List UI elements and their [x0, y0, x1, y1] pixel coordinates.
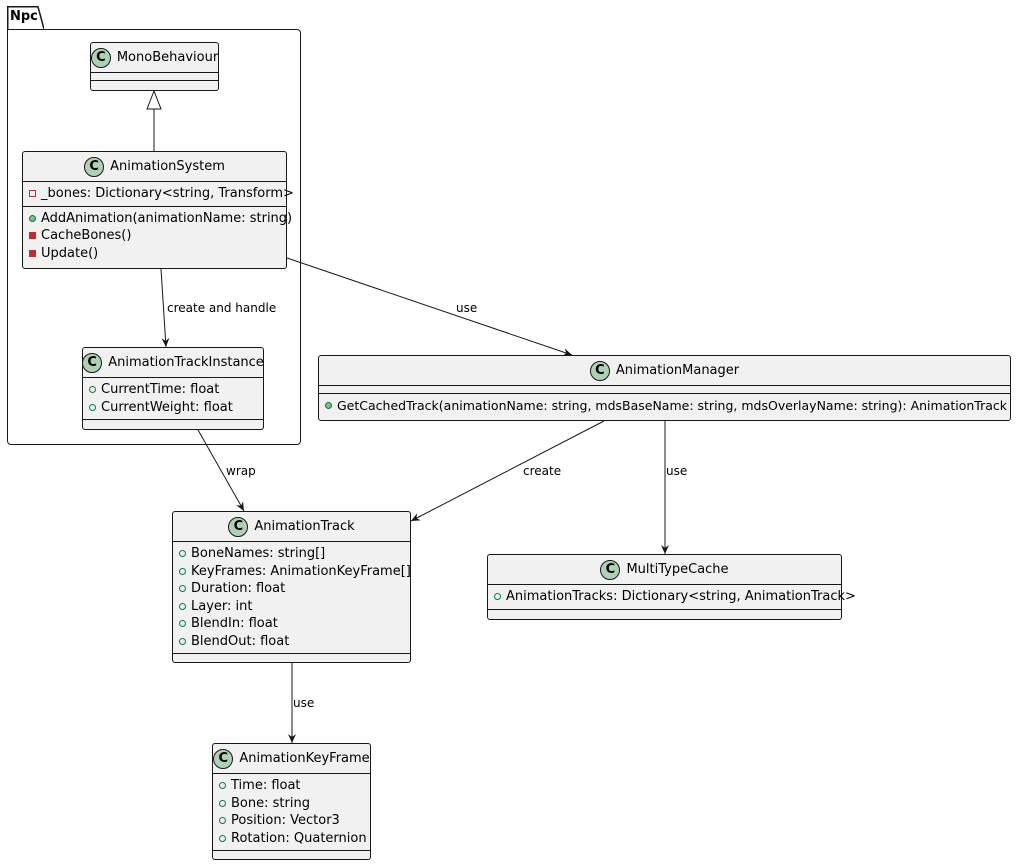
- fields-section: _bones: Dictionary<string, Transform>: [23, 182, 294, 207]
- class-name: AnimationSystem: [110, 159, 225, 174]
- public-field-icon: [89, 403, 96, 411]
- edge-label-track-use-keyframe: use: [293, 696, 315, 710]
- class-name: AnimationTrack: [254, 519, 355, 534]
- private-method-icon: [29, 249, 36, 257]
- class-badge-icon: C: [600, 559, 621, 580]
- class-animationsystem[interactable]: C AnimationSystem _bones: Dictionary<str…: [22, 151, 294, 269]
- method-item: AddAnimation(animationName: string): [29, 210, 292, 228]
- field-item: CurrentTime: float: [89, 381, 263, 399]
- public-field-icon: [179, 550, 186, 558]
- field-item: CurrentWeight: float: [89, 399, 263, 417]
- class-badge-icon: C: [90, 47, 111, 68]
- fields-section: Time: float Bone: string Position: Vecto…: [213, 774, 370, 851]
- class-badge-icon: C: [213, 748, 234, 769]
- field-item: BlendIn: float: [179, 615, 410, 633]
- package-tab: [7, 6, 44, 29]
- edge-create-and-handle: [160, 268, 170, 348]
- field-item: BoneNames: string[]: [179, 545, 410, 563]
- class-name: AnimationManager: [615, 363, 740, 378]
- methods-section: GetCachedTrack(animationName: string, md…: [319, 394, 1010, 418]
- public-method-icon: [325, 402, 332, 410]
- class-animationkeyframe[interactable]: C AnimationKeyFrame Time: float Bone: st…: [212, 743, 371, 860]
- field-item: Position: Vector3: [219, 812, 370, 830]
- field-item: _bones: Dictionary<string, Transform>: [29, 185, 294, 203]
- methods-section: [213, 851, 370, 859]
- package-npc: [7, 29, 301, 445]
- methods-section: AddAnimation(animationName: string) Cach…: [23, 207, 292, 266]
- methods-section: [83, 420, 263, 428]
- class-header: C AnimationTrackInstance: [82, 348, 264, 378]
- field-item: BlendOut: float: [179, 633, 410, 651]
- fields-section: CurrentTime: float CurrentWeight: float: [83, 378, 263, 420]
- package-label: Npc: [10, 9, 38, 24]
- edge-label-manager-use-cache: use: [666, 464, 688, 478]
- class-badge-icon: C: [84, 156, 105, 177]
- class-name: AnimationTrackInstance: [108, 355, 264, 370]
- public-field-icon: [179, 567, 186, 575]
- edge-label-create-and-handle: create and handle: [167, 301, 277, 315]
- field-item: Time: float: [219, 777, 370, 795]
- class-animationtrack[interactable]: C AnimationTrack BoneNames: string[] Key…: [172, 511, 411, 663]
- class-header: C AnimationKeyFrame: [213, 744, 370, 774]
- field-item: KeyFrames: AnimationKeyFrame[]: [179, 563, 411, 581]
- private-method-icon: [29, 232, 36, 240]
- field-item: Bone: string: [219, 795, 370, 813]
- field-item: AnimationTracks: Dictionary<string, Anim…: [494, 588, 856, 606]
- public-field-icon: [179, 637, 186, 645]
- class-name: MonoBehaviour: [116, 50, 219, 65]
- class-name: AnimationKeyFrame: [239, 751, 370, 766]
- public-field-icon: [219, 782, 226, 790]
- method-item: Update(): [29, 245, 286, 263]
- fields-section: BoneNames: string[] KeyFrames: Animation…: [173, 542, 411, 654]
- class-animationmanager[interactable]: C AnimationManager GetCachedTrack(animat…: [318, 355, 1011, 421]
- class-animationtrackinstance[interactable]: C AnimationTrackInstance CurrentTime: fl…: [82, 347, 264, 430]
- class-header: C AnimationManager: [319, 356, 1010, 386]
- public-field-icon: [179, 620, 186, 628]
- fields-section: AnimationTracks: Dictionary<string, Anim…: [488, 585, 856, 610]
- edge-manager-create-track: [410, 420, 605, 522]
- fields-section: [91, 73, 218, 81]
- field-item: Duration: float: [179, 580, 410, 598]
- class-badge-icon: C: [228, 516, 249, 537]
- class-badge-icon: C: [589, 360, 610, 381]
- field-item: Layer: int: [179, 598, 410, 616]
- public-field-icon: [89, 386, 96, 394]
- field-item: Rotation: Quaternion: [219, 830, 370, 848]
- method-item: GetCachedTrack(animationName: string, md…: [325, 397, 1010, 415]
- method-item: CacheBones(): [29, 227, 286, 245]
- methods-section: [488, 610, 841, 618]
- edge-label-manager-create-track: create: [523, 464, 562, 478]
- public-field-icon: [219, 834, 226, 842]
- methods-section: [173, 654, 410, 662]
- fields-section: [319, 386, 1010, 394]
- public-field-icon: [179, 585, 186, 593]
- public-field-icon: [494, 593, 501, 601]
- methods-section: [91, 81, 218, 89]
- class-header: C AnimationTrack: [173, 512, 410, 542]
- public-method-icon: [29, 214, 36, 222]
- class-badge-icon: C: [82, 352, 103, 373]
- edge-label-system-use-manager: use: [456, 301, 478, 315]
- inheritance-arrowhead: [146, 89, 162, 110]
- edge-system-use-manager: [286, 257, 573, 356]
- public-field-icon: [219, 817, 226, 825]
- public-field-icon: [179, 602, 186, 610]
- class-multitypecache[interactable]: C MultiTypeCache AnimationTracks: Dictio…: [487, 554, 856, 620]
- edge-label-wrap: wrap: [226, 464, 256, 478]
- public-field-icon: [219, 799, 226, 807]
- class-header: C AnimationSystem: [23, 152, 286, 182]
- class-monobehaviour[interactable]: C MonoBehaviour: [90, 42, 219, 91]
- class-name: MultiTypeCache: [626, 562, 729, 577]
- class-header: C MultiTypeCache: [488, 555, 841, 585]
- edge-wrap: [197, 429, 245, 512]
- private-field-icon: [29, 190, 36, 198]
- class-header: C MonoBehaviour: [90, 43, 219, 73]
